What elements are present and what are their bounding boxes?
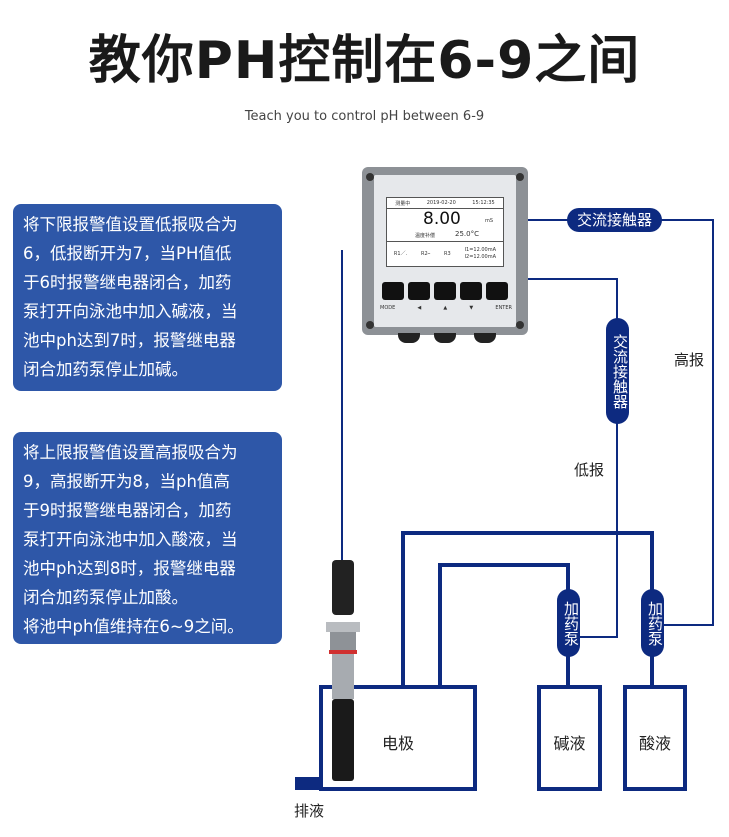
relay2: R2⎯ [421, 250, 431, 257]
reading-unit: mS [485, 218, 494, 224]
date-text: 2019-02-20 [426, 200, 456, 206]
page-subtitle: Teach you to control pH between 6-9 [244, 109, 485, 124]
electrode-label: 电极 [381, 734, 414, 754]
high-alarm-note: 将上限报警值设置高报吸合为 9，高报断开为8，当ph值高 于9时报警继电器闭合，… [13, 432, 282, 644]
contactor-low: 交流接触器 [606, 318, 629, 424]
note-line: 闭合加药泵停止加碱。 [23, 360, 188, 379]
status-text: 测量中 [395, 201, 411, 207]
temp-value: 25.0°C [455, 230, 479, 238]
pump-acid: 加药泵 [641, 589, 664, 657]
note-line: 将池中ph值维持在6~9之间。 [23, 617, 244, 636]
note-line: 池中ph达到7时，报警继电器 [23, 331, 236, 350]
key-label: ▲ [443, 305, 448, 311]
screw-icon [366, 173, 374, 181]
screw-icon [516, 321, 524, 329]
cable-gland [434, 333, 456, 343]
reading-value: 8.00 [423, 209, 461, 229]
drain-pipe [295, 777, 321, 790]
alkali-label: 碱液 [553, 734, 586, 754]
note-line: 闭合加药泵停止加酸。 [23, 588, 188, 607]
cable-gland [474, 333, 496, 343]
relay3: R3 [444, 250, 451, 257]
time-text: 15:12:35 [472, 200, 495, 206]
note-line: 将上限报警值设置高报吸合为 [23, 443, 238, 462]
temp-label: 温度补偿 [415, 233, 436, 239]
meter-display: 测量中 2019-02-20 15:12:35 8.00 mS 温度补偿 25.… [386, 197, 504, 267]
left-key[interactable] [408, 282, 430, 300]
high-alarm-label: 高报 [674, 351, 705, 369]
drain-label: 排液 [294, 802, 325, 820]
contactor-high: 交流接触器 [567, 208, 663, 232]
key-label: MODE [380, 305, 396, 311]
alkali-tank: 碱液 [537, 685, 602, 791]
acid-label: 酸液 [638, 734, 671, 754]
key-label: ◀ [417, 305, 422, 311]
low-alarm-label: 低报 [574, 461, 605, 479]
note-line: 泵打开向泳池中加入碱液，当 [23, 302, 238, 321]
note-line: 将下限报警值设置低报吸合为 [23, 215, 238, 234]
screw-icon [516, 173, 524, 181]
acid-tank: 酸液 [623, 685, 687, 791]
note-line: 池中ph达到8时，报警继电器 [23, 559, 236, 578]
up-key[interactable] [434, 282, 456, 300]
note-line: 6，低报断开为7，当PH值低 [23, 244, 232, 263]
note-line: 泵打开向泳池中加入酸液，当 [23, 530, 238, 549]
key-label: ▼ [469, 305, 474, 311]
screw-icon [366, 321, 374, 329]
mode-key[interactable] [382, 282, 404, 300]
down-key[interactable] [460, 282, 482, 300]
ph-electrode-probe [326, 560, 360, 781]
note-line: 于9时报警继电器闭合，加药 [23, 501, 232, 520]
pump-alkali: 加药泵 [557, 589, 580, 657]
low-alarm-note: 将下限报警值设置低报吸合为 6，低报断开为7，当PH值低 于6时报警继电器闭合，… [13, 204, 282, 391]
relay1: R1／. [393, 251, 408, 257]
ph-meter: 测量中 2019-02-20 15:12:35 8.00 mS 温度补偿 25.… [362, 167, 528, 335]
cable-gland [398, 333, 420, 343]
enter-key[interactable] [486, 282, 508, 300]
alkali-pipe [438, 563, 570, 688]
note-line: 9，高报断开为8，当ph值高 [23, 472, 230, 491]
key-label: ENTER [495, 305, 512, 311]
current2: I2=12.00mA [464, 253, 497, 260]
note-line: 于6时报警继电器闭合，加药 [23, 273, 232, 292]
current1: I1=12.00mA [464, 246, 497, 253]
page-title: 教你PH控制在6-9之间 [88, 31, 641, 91]
wire-low [528, 278, 618, 638]
